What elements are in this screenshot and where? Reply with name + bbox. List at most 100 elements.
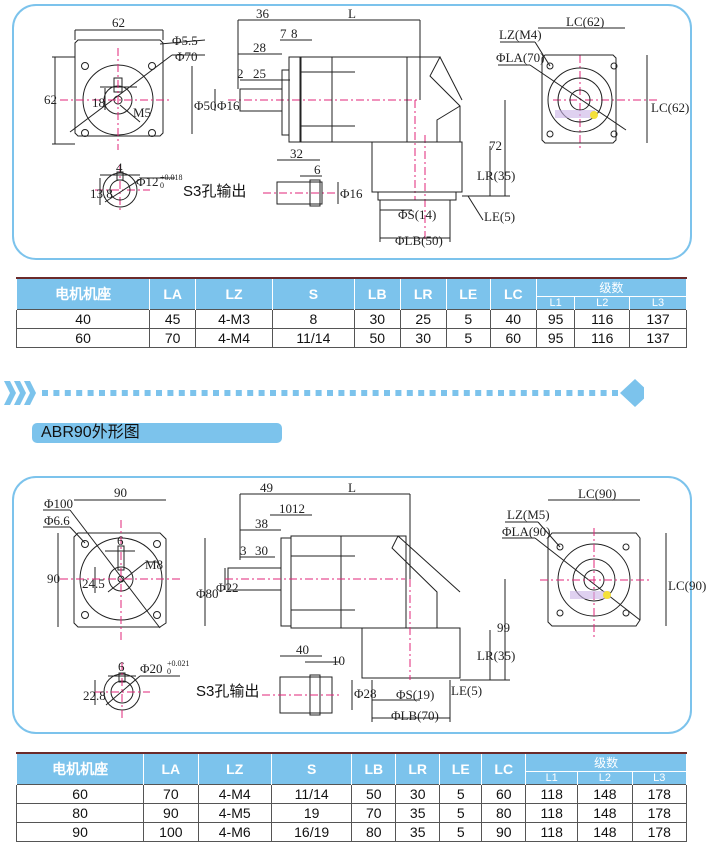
cell: 4-M4 (197, 784, 272, 804)
label-thread: M8 (145, 557, 163, 572)
dim-90-top: 90 (114, 485, 127, 500)
dim-90-left: 90 (47, 571, 60, 586)
divider-dot (543, 390, 550, 396)
cell: 70 (149, 328, 197, 348)
cell: 5 (445, 328, 491, 348)
dim-16: Φ16 (340, 186, 363, 201)
cell: 45 (149, 309, 197, 329)
chevron-icon (14, 381, 26, 405)
cell: 19 (270, 803, 353, 823)
dim-62-left: 62 (44, 92, 57, 107)
label-hole: Φ6.6 (44, 513, 70, 528)
cell: 4-M4 (195, 328, 273, 348)
header-s: S (270, 753, 353, 785)
cell: 30 (395, 784, 441, 804)
dim-L: L (348, 6, 356, 21)
technical-drawing-1: 62 62 Φ5.5 Φ70 18 M5 36 L 7 8 28 2 25 72… (44, 6, 689, 248)
cell: 30 (399, 328, 447, 348)
cell: 95 (535, 328, 576, 348)
divider-dot (600, 390, 607, 396)
tol-lower: 0 (160, 181, 164, 190)
dim-key-width: 6 (117, 533, 124, 548)
dim-62-top: 62 (112, 15, 125, 30)
divider-dot (372, 390, 379, 396)
divider-dot (589, 390, 596, 396)
header-lc: LC (489, 278, 537, 310)
dim-key-height: 24.5 (82, 576, 105, 591)
divider-dot (555, 390, 561, 396)
header-l3: L3 (631, 771, 688, 785)
divider-dot (99, 390, 105, 396)
chevron-icon (24, 381, 36, 405)
cell: 5 (439, 784, 483, 804)
cell: 116 (574, 328, 630, 348)
label-s: ΦS(14) (398, 207, 436, 222)
dim-32: 32 (290, 146, 303, 161)
cell: 4-M6 (197, 822, 272, 842)
cell: 11/14 (270, 784, 353, 804)
table-row: 60 70 4-M4 11/14 50 30 5 60 118 148 178 (15, 784, 688, 804)
label-le: LE(5) (484, 209, 515, 224)
divider-dot (384, 390, 390, 396)
dim-22-8: 22.8 (83, 688, 106, 703)
dim-10: 10 (332, 653, 345, 668)
cell: 90 (15, 822, 145, 842)
header-stages: 级数 (525, 753, 687, 772)
divider-dot (349, 390, 356, 396)
header-lz: LZ (197, 753, 272, 785)
divider-dot (201, 390, 208, 396)
dim-key: 6 (118, 659, 125, 674)
dim-25: 25 (253, 66, 266, 81)
divider-dot (304, 390, 311, 396)
cell: 35 (395, 803, 441, 823)
cell: 60 (481, 784, 527, 804)
divider-dot (452, 390, 459, 396)
chevron-icon (4, 381, 16, 405)
header-l3: L3 (628, 296, 688, 310)
cell: 40 (489, 309, 537, 329)
divider-dot (520, 390, 527, 396)
cell: 118 (525, 803, 579, 823)
diamond-icon (620, 379, 644, 407)
label-lr: LR(35) (477, 168, 515, 183)
divider-dot (361, 390, 368, 396)
divider-dot (42, 390, 48, 396)
dim-key-height: 18 (92, 95, 105, 110)
divider-dot (509, 390, 516, 396)
label-dia16: Φ16 (217, 98, 240, 113)
divider-dot (224, 390, 231, 396)
cell: 178 (631, 822, 688, 842)
dim-28: 28 (253, 40, 266, 55)
label-lb: ΦLB(50) (395, 233, 443, 248)
label-lc-side: LC(62) (651, 100, 689, 115)
cell: 148 (577, 803, 633, 823)
divider-dot (53, 390, 60, 396)
tol-upper: +0.021 (167, 659, 190, 668)
s3-label: S3孔输出 (196, 683, 259, 700)
table-row: 60 70 4-M4 11/14 50 30 5 60 95 116 137 (15, 328, 688, 348)
divider-dot (213, 390, 219, 396)
dim-12: 12 (292, 501, 305, 516)
header-frame: 电机机座 (15, 278, 151, 310)
spec-table-2: 电机机座 LA LZ S LB LR LE LC 级数 L1 L2 L3 60 … (15, 752, 688, 842)
cell: 5 (439, 803, 483, 823)
divider-dot (612, 390, 618, 396)
divider-dot (64, 390, 71, 396)
header-lz: LZ (195, 278, 273, 310)
cell: 16/19 (270, 822, 353, 842)
divider-dot (315, 390, 322, 396)
divider-dot (327, 390, 333, 396)
label-lc-side: LC(90) (668, 578, 706, 593)
divider-dot (566, 390, 573, 396)
divider-dot (441, 390, 447, 396)
divider-dot (429, 390, 436, 396)
divider-dot (418, 390, 425, 396)
dim-key: 4 (116, 160, 123, 175)
divider-dot (463, 390, 470, 396)
cell: 137 (628, 328, 688, 348)
dim-72: 72 (489, 138, 502, 153)
dim-10: 10 (279, 501, 292, 516)
label-thread: M5 (133, 105, 151, 120)
dim-30: 30 (255, 543, 268, 558)
label-lc-top: LC(62) (566, 14, 604, 29)
